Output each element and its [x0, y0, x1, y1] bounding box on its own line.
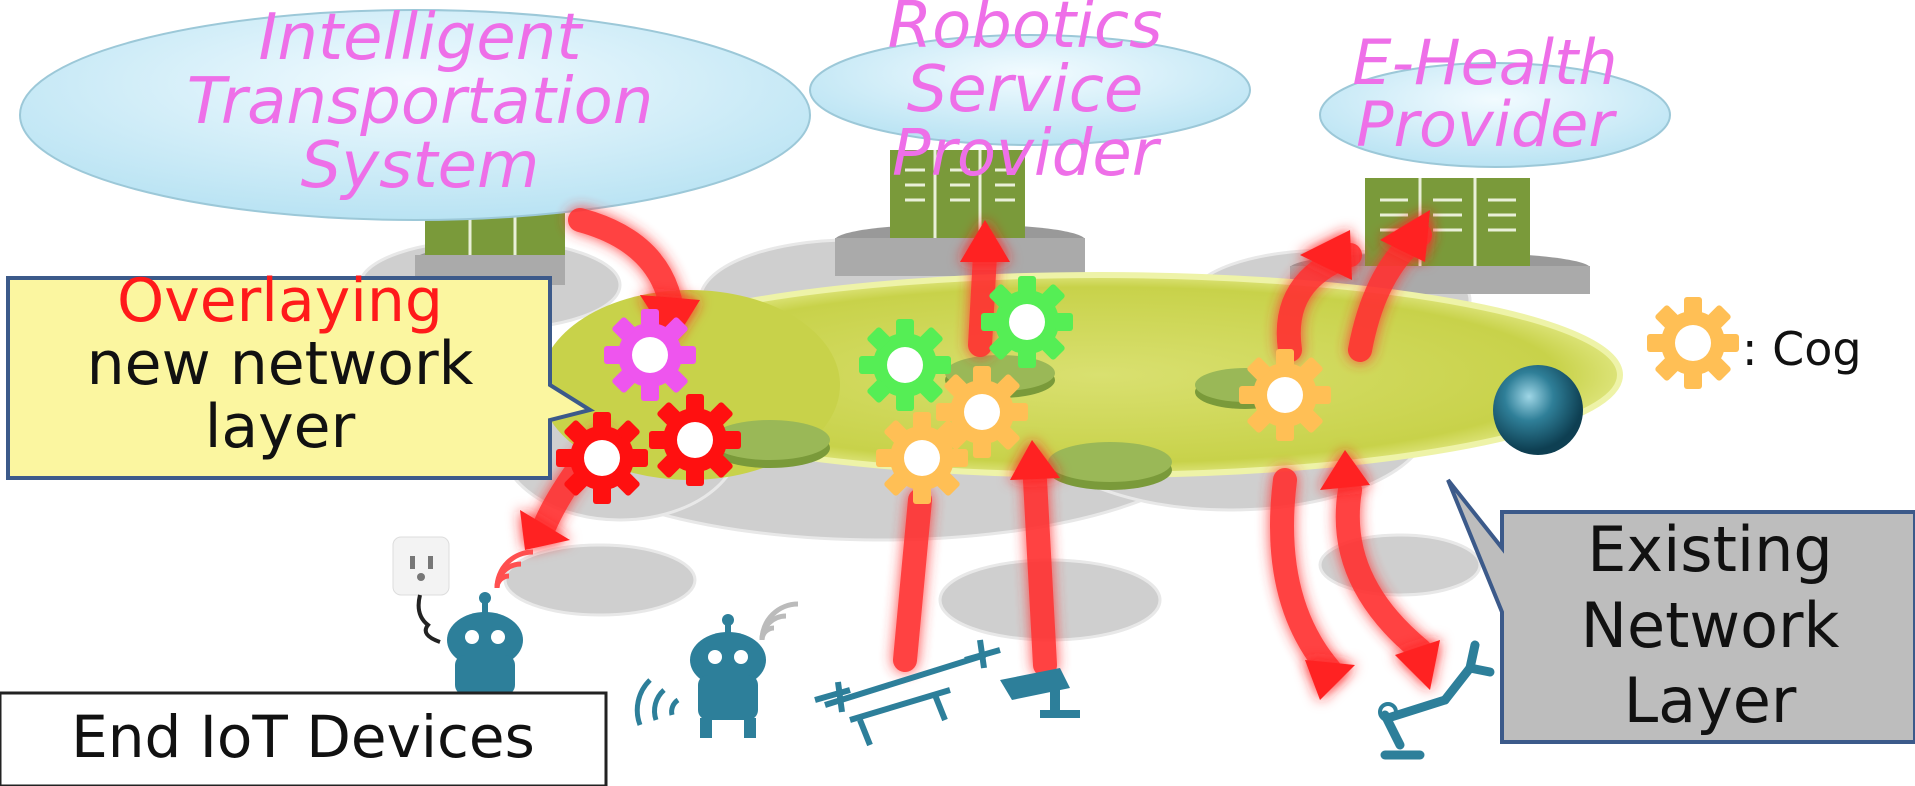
- ehealth-label-line2: Provider: [1356, 88, 1614, 161]
- existing-callout-line3: Layer: [1623, 664, 1797, 738]
- robotics-label-line1: Robotics: [887, 0, 1163, 63]
- wifi-icon: [494, 549, 534, 589]
- existing-callout-line2: Network: [1580, 588, 1840, 662]
- robotics-label-line3: Provider: [891, 117, 1159, 191]
- arrow-heads: [520, 210, 1440, 700]
- outlet-cable: [416, 594, 441, 644]
- camera-icon: [1000, 668, 1080, 718]
- drone-icon: [814, 639, 1001, 747]
- transportation-label-line2: Transportation: [186, 65, 654, 139]
- server-icon-stripes: [468, 150, 1516, 266]
- robotics-label-line2: Service: [906, 53, 1144, 127]
- robotic-arm-icon: [1380, 640, 1495, 760]
- overlay-callout-line3: layer: [204, 392, 356, 462]
- overlay-callout-line2: new network: [86, 329, 474, 399]
- overlay-callout-box: [6, 276, 596, 480]
- overlay-callout-line1: Overlaying: [116, 266, 444, 336]
- existing-callout-box: [1446, 478, 1915, 744]
- wifi-icon: [634, 678, 680, 726]
- robotics-provider-cloud: [809, 34, 1251, 146]
- existing-callout-line1: Existing: [1587, 513, 1833, 586]
- sphere-icon: [1493, 365, 1583, 455]
- ehealth-label-line1: E-Health: [1352, 26, 1618, 99]
- devices-label: End IoT Devices: [71, 703, 535, 771]
- existing-callout: Existing Network Layer: [1505, 512, 1915, 739]
- gear-icon: [556, 276, 1739, 504]
- robotic-arm-joint: [1378, 702, 1398, 722]
- ehealth-provider-cloud: [1319, 62, 1671, 168]
- devices-label-box: [0, 691, 608, 786]
- overlay-callout: Overlaying new network layer: [10, 270, 550, 459]
- outlet-icon: [392, 536, 450, 596]
- cog-legend-label: : Cog: [1742, 322, 1862, 376]
- wifi-icon: [759, 601, 799, 641]
- robot-icon: [690, 614, 766, 738]
- robot-icon: [447, 592, 523, 695]
- transportation-label-line3: System: [300, 129, 540, 203]
- ehealth-provider-label: E-Health Provider: [1320, 32, 1650, 156]
- transportation-label-line1: Intelligent: [258, 1, 582, 75]
- transportation-provider-cloud: [19, 9, 811, 221]
- robotics-provider-label: Robotics Service Provider: [840, 0, 1210, 186]
- transportation-provider-label: Intelligent Transportation System: [140, 6, 700, 198]
